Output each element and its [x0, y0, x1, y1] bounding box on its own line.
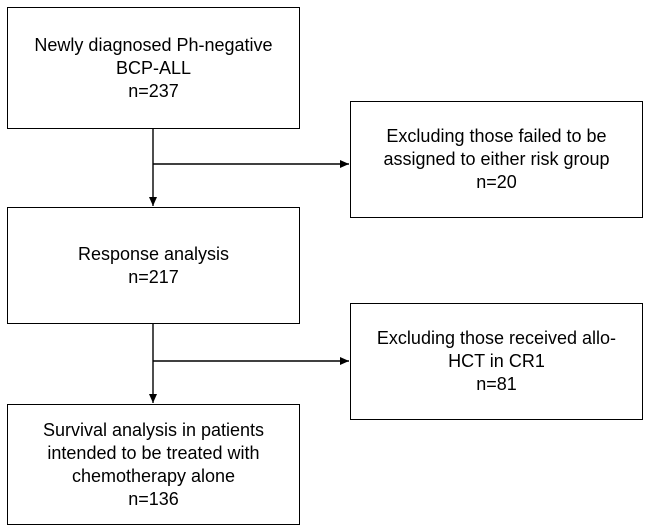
initial-cohort-text: Newly diagnosed Ph-negative BCP-ALL n=23… [34, 34, 272, 103]
exclusion-hct-line-2: HCT in CR1 [448, 351, 545, 371]
exclusion-risk-box: Excluding those failed to be assigned to… [350, 101, 643, 218]
exclusion-risk-line-2: assigned to either risk group [383, 149, 610, 169]
initial-cohort-line-2: BCP-ALL [115, 57, 192, 78]
survival-analysis-line-1: Survival analysis in patients [42, 419, 265, 440]
exclusion-hct-box: Excluding those received allo- HCT in CR… [350, 303, 643, 420]
survival-analysis-text: Survival analysis in patients intended t… [43, 419, 264, 511]
initial-cohort-line-1: Newly diagnosed Ph-negative [34, 34, 273, 55]
response-analysis-line-1: Response analysis [77, 243, 230, 264]
exclusion-risk-text: Excluding those failed to be assigned to… [383, 125, 609, 194]
survival-analysis-line-2: intended to be treated with [47, 442, 260, 463]
response-analysis-text: Response analysis n=217 [78, 243, 229, 289]
exclusion-risk-line-1: Excluding those failed to be [386, 126, 607, 146]
survival-analysis-line-3: chemotherapy alone [71, 465, 236, 486]
initial-cohort-box: Newly diagnosed Ph-negative BCP-ALL n=23… [7, 7, 300, 129]
survival-analysis-box: Survival analysis in patients intended t… [7, 404, 300, 525]
exclusion-hct-count: n=81 [476, 374, 517, 394]
initial-cohort-count: n=237 [128, 80, 179, 101]
survival-analysis-count: n=136 [128, 488, 179, 509]
exclusion-risk-count: n=20 [476, 172, 517, 192]
response-analysis-count: n=217 [128, 266, 179, 287]
response-analysis-box: Response analysis n=217 [7, 207, 300, 324]
exclusion-hct-line-1: Excluding those received allo- [376, 328, 617, 348]
exclusion-hct-text: Excluding those received allo- HCT in CR… [377, 327, 616, 396]
